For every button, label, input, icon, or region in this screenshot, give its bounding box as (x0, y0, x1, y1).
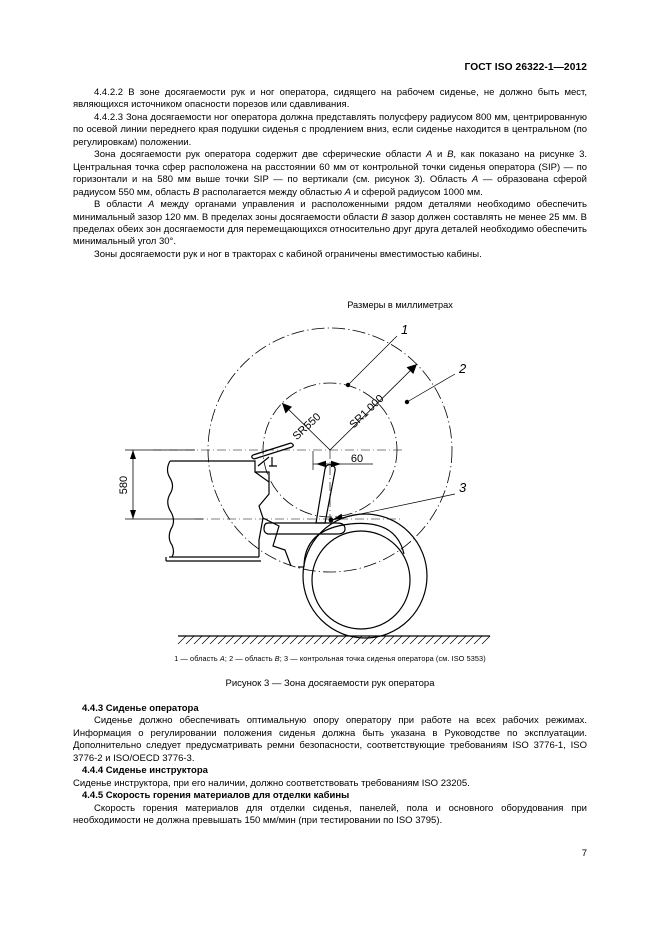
paragraph-clearances: В области A между органами управления и … (73, 199, 587, 249)
callout-3-arrowhead (332, 513, 343, 520)
text-run: Зона досягаемости рук оператора содержит… (94, 149, 426, 161)
paragraph-4-4-5: Скорость горения материалов для отделки … (73, 802, 587, 827)
text-run: и (432, 149, 448, 161)
text-run: — образована сферой радиусом 550 мм, обл… (73, 174, 587, 198)
region-label-a: A (344, 186, 351, 198)
paragraph-4-4-2-3: 4.4.2.3 Зона досягаемости ног оператора … (73, 111, 587, 148)
steering-wheel-cap-left (251, 454, 255, 460)
callout-2-leader (406, 373, 456, 403)
figure-key: 1 — область A; 2 — область B; 3 — контро… (73, 654, 587, 663)
paragraph-4-4-3: Сиденье должно обеспечивать оптимальную … (73, 715, 587, 764)
body-text-bottom: 4.4.3 Сиденье оператора Сиденье должно о… (73, 703, 587, 828)
dim-580-arrow-bottom (130, 510, 136, 519)
ground-hatching (177, 635, 491, 645)
steering-wheel-rim-bottom (253, 446, 293, 460)
region-label-b: B (381, 211, 388, 223)
region-label-b: B (447, 149, 454, 161)
rear-wheel-tyre-outer (302, 513, 428, 639)
steering-wheel-rim-top (252, 442, 292, 456)
callout-1-leader (347, 335, 398, 386)
callout-1-dot (345, 382, 351, 388)
tractor-side-view (165, 442, 428, 639)
region-label-b: B (193, 186, 200, 198)
dim-60-arrow-left (316, 460, 326, 468)
text-run: между органами управления и расположенны… (73, 199, 587, 223)
paragraph-cab-limits: Зоны досягаемости рук и ног в тракторах … (94, 248, 482, 260)
text-run: зазор должен составлять не менее 25 мм. … (73, 211, 587, 248)
region-label-a: A (148, 199, 155, 211)
dim-580-label: 580 (118, 476, 130, 494)
dim-60-arrow-right (331, 460, 341, 468)
text-run: В области (94, 199, 149, 211)
page-number: 7 (581, 848, 587, 859)
rear-fender (303, 522, 405, 568)
callout-1-label: 1 (401, 322, 408, 337)
callout-2-dot (404, 399, 410, 405)
text-run: ; 3 — контрольная точка сиденья оператор… (279, 654, 486, 663)
dim-580-arrow-top (130, 450, 136, 459)
sr550-leader (281, 402, 331, 451)
sr1000-arrowhead (406, 364, 417, 374)
figure-drawing: 580 SR550 SR1 000 60 (73, 314, 587, 645)
dim-60-label: 60 (351, 453, 363, 465)
paragraph-4-4-2-2: 4.4.2.2 В зоне досягаемости рук и ног оп… (73, 87, 587, 111)
rear-wheel-rim (311, 530, 411, 630)
figure-units-note: Размеры в миллиметрах (347, 300, 453, 310)
hood-top-profile (170, 460, 270, 482)
tractor-reach-zone-drawing: 580 SR550 SR1 000 60 (118, 322, 491, 645)
region-label-a: A (471, 174, 479, 186)
callout-3-dot (328, 517, 334, 523)
heading-4-4-4: 4.4.4 Сиденье инструктора (82, 765, 208, 777)
seat-backrest (315, 464, 336, 524)
text-run: и сферой радиусом 1000 мм. (350, 186, 483, 198)
callout-3-label: 3 (459, 480, 467, 495)
region-label-b: B (274, 654, 280, 663)
firewall-profile (254, 471, 270, 557)
steering-column (257, 456, 270, 467)
running-header: ГОСТ ISO 26322-1—2012 (464, 62, 587, 73)
body-text-top: 4.4.2.2 В зоне досягаемости рук и ног оп… (73, 87, 587, 261)
callout-2-label: 2 (458, 361, 467, 376)
text-run: располагается между областью (199, 186, 345, 198)
figure-caption: Рисунок 3 — Зона досягаемости рук операт… (225, 678, 435, 689)
heading-4-4-3: 4.4.3 Сиденье оператора (82, 703, 199, 714)
heading-4-4-5: 4.4.5 Скорость горения материалов для от… (82, 790, 350, 802)
region-label-a: A (425, 149, 433, 161)
text-run: ; 2 — область (224, 654, 275, 663)
paragraph-4-4-4: Сиденье инструктора, при его наличии, до… (73, 777, 470, 789)
region-label-a: A (219, 654, 225, 663)
sr1000-leader (329, 363, 418, 451)
text-run: 1 — область (174, 654, 220, 663)
steering-hub (269, 457, 277, 467)
paragraph-reach-zones: Зона досягаемости рук оператора содержит… (73, 149, 587, 199)
text-run: , как показано на рисунке 3. Центральная… (73, 149, 588, 186)
sr1000-label: SR1 000 (347, 393, 386, 431)
hood-torn-edge (166, 460, 175, 558)
figure-3: Размеры в миллиметрах 580 (73, 300, 587, 692)
sr550-arrowhead (282, 403, 292, 414)
steering-wheel-cap-right (290, 442, 294, 448)
axle-linkage (262, 517, 292, 567)
